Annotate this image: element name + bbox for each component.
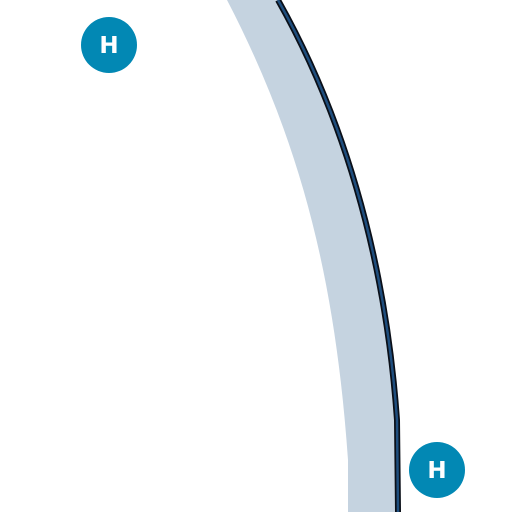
hospital-label: H: [99, 33, 118, 59]
hospital-icon: [409, 442, 465, 498]
hospital-label: H: [427, 458, 446, 484]
road-edge-line: [276, 0, 400, 512]
road-band: [227, 0, 397, 512]
hospital-marker-top-left[interactable]: H: [81, 17, 137, 73]
hospital-marker-bottom-right[interactable]: H: [409, 442, 465, 498]
hospital-icon: [81, 17, 137, 73]
